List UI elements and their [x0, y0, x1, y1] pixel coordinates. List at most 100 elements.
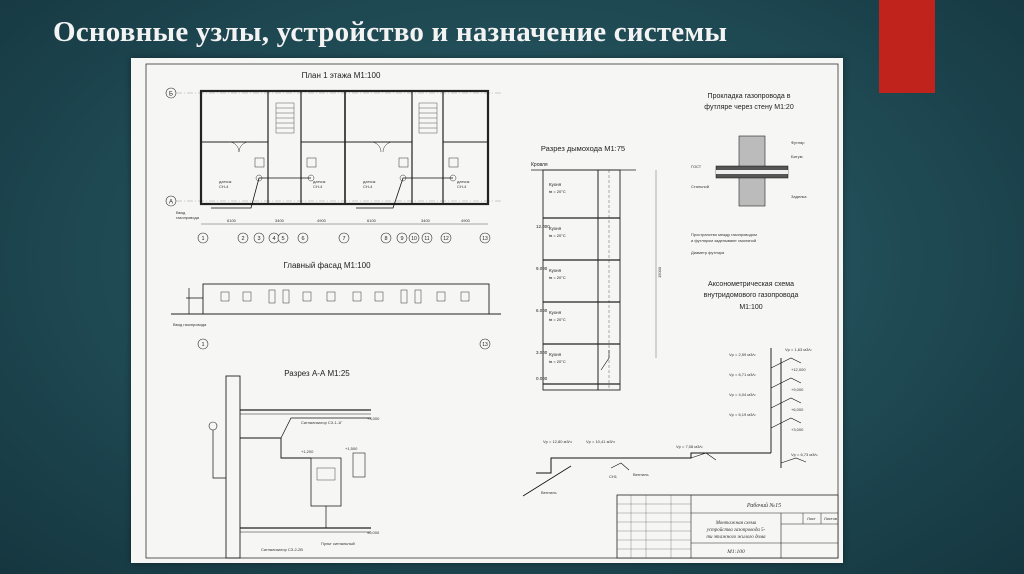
svg-text:ГОСТ: ГОСТ	[691, 164, 702, 169]
svg-text:1: 1	[201, 236, 204, 242]
svg-text:Стальной: Стальной	[691, 184, 709, 189]
svg-text:Vp = 6,19 м3/ч: Vp = 6,19 м3/ч	[729, 412, 756, 417]
accent-bar	[879, 0, 935, 93]
stamp-code: Рабочий №15	[746, 502, 781, 509]
svg-text:датчик: датчик	[457, 179, 470, 184]
svg-text:9.000: 9.000	[536, 266, 548, 271]
svg-text:Кухня: Кухня	[549, 352, 562, 357]
svg-text:3400: 3400	[421, 218, 431, 223]
svg-text:Листов: Листов	[824, 516, 837, 521]
facade-title: Главный фасад М1:100	[283, 261, 371, 270]
svg-text:Лист: Лист	[807, 516, 816, 521]
svg-text:СН-4: СН-4	[457, 184, 467, 189]
svg-text:датчик: датчик	[363, 179, 376, 184]
svg-text:3400: 3400	[275, 218, 285, 223]
technical-drawing: План 1 этажа М1:100 Б А	[145, 63, 839, 559]
svg-text:Вентиль: Вентиль	[541, 490, 557, 495]
svg-text:Vp = 4,04 м3/ч: Vp = 4,04 м3/ч	[729, 392, 756, 397]
svg-text:+9,000: +9,000	[791, 387, 804, 392]
main-facade: Главный фасад М1:100 Ввод газопровода 1 …	[171, 261, 501, 350]
slide-title: Основные узлы, устройство и назначение с…	[53, 16, 728, 48]
axo-title-3: М1:100	[739, 304, 762, 311]
svg-text:6100: 6100	[227, 218, 237, 223]
svg-text:датчик: датчик	[219, 179, 232, 184]
svg-text:Кухня: Кухня	[549, 310, 562, 315]
svg-text:10: 10	[411, 236, 417, 242]
svg-text:+6,000: +6,000	[791, 407, 804, 412]
svg-text:13: 13	[482, 236, 488, 242]
svg-text:СН1: СН1	[609, 474, 618, 479]
svg-text:и футляром заделывают смоляной: и футляром заделывают смоляной	[691, 238, 756, 243]
svg-text:±0,000: ±0,000	[367, 530, 380, 535]
svg-text:Битум: Битум	[791, 154, 803, 159]
stamp-scale: М1:100	[726, 549, 745, 555]
svg-text:tв = 20°С: tв = 20°С	[549, 233, 566, 238]
svg-text:Вентиль: Вентиль	[633, 472, 649, 477]
svg-text:4900: 4900	[461, 218, 471, 223]
svg-text:СН-4: СН-4	[219, 184, 229, 189]
axo-title-2: внутридомового газопровода	[704, 292, 799, 299]
plan-title: План 1 этажа М1:100	[302, 71, 381, 80]
svg-text:Vp = 6,71 м3/ч: Vp = 6,71 м3/ч	[729, 372, 756, 377]
axis-letter-b: Б	[169, 92, 173, 98]
sleeve-title-1: Прокладка газопровода в	[708, 93, 791, 100]
stamp-caption-2: устройства газопровода 5-	[706, 527, 766, 533]
svg-text:0.000: 0.000	[536, 376, 548, 381]
svg-text:2: 2	[241, 236, 244, 242]
svg-text:Кухня: Кухня	[549, 268, 562, 273]
svg-text:СН-4: СН-4	[363, 184, 373, 189]
svg-text:3: 3	[257, 236, 260, 242]
svg-text:Кухня: Кухня	[549, 182, 562, 187]
sleeve-title-2: футляре через стену М1:20	[704, 104, 794, 111]
svg-text:5: 5	[281, 236, 284, 242]
svg-text:6: 6	[301, 236, 304, 242]
svg-text:tв = 20°С: tв = 20°С	[549, 359, 566, 364]
svg-text:tв = 20°С: tв = 20°С	[549, 317, 566, 322]
svg-text:Кровля: Кровля	[531, 162, 548, 168]
svg-text:11: 11	[424, 236, 429, 242]
svg-text:Vp = 1,63 м3/ч: Vp = 1,63 м3/ч	[785, 347, 812, 352]
svg-text:+3,000: +3,000	[791, 427, 804, 432]
svg-text:tв = 20°С: tв = 20°С	[549, 189, 566, 194]
svg-text:+1,500: +1,500	[345, 446, 358, 451]
svg-text:Vp = 10,41 м3/ч: Vp = 10,41 м3/ч	[586, 439, 615, 444]
svg-text:12.000: 12.000	[536, 224, 550, 229]
svg-text:Vp = 12,80 м3/ч: Vp = 12,80 м3/ч	[543, 439, 572, 444]
svg-text:15000: 15000	[657, 266, 662, 278]
svg-text:4900: 4900	[317, 218, 327, 223]
svg-text:Пульт сигнальный: Пульт сигнальный	[321, 541, 355, 546]
svg-text:газопровода: газопровода	[176, 215, 200, 220]
svg-text:9: 9	[400, 236, 403, 242]
svg-text:Vp = 7,08 м3/ч: Vp = 7,08 м3/ч	[676, 444, 703, 449]
svg-text:7: 7	[342, 236, 345, 242]
sleeve-detail: Прокладка газопровода в футляре через ст…	[691, 93, 807, 255]
floor-plan: План 1 этажа М1:100 Б А	[165, 71, 503, 244]
svg-text:Vp = 6,73 м3/ч: Vp = 6,73 м3/ч	[791, 452, 818, 457]
svg-text:Диаметр футляра: Диаметр футляра	[691, 250, 725, 255]
svg-text:Заделка: Заделка	[791, 194, 807, 199]
stamp-caption-3: ти этажного жилого дома	[706, 535, 766, 540]
svg-text:Пространство между газопроводо: Пространство между газопроводом	[691, 232, 757, 237]
svg-text:Кухня: Кухня	[549, 226, 562, 231]
svg-text:6.000: 6.000	[536, 308, 548, 313]
svg-text:+12,000: +12,000	[791, 367, 806, 372]
svg-text:8: 8	[384, 236, 387, 242]
chimney-title: Разрез дымохода М1:75	[541, 144, 625, 153]
svg-text:Футляр: Футляр	[791, 140, 805, 145]
section-a-a: Разрез А-А М1:25 Сигнализатор СЗ-1-1Г Си…	[208, 369, 380, 559]
stamp-caption-1: Монтажная схема	[715, 521, 757, 526]
chimney-section: Разрез дымохода М1:75 Кровля 15000 Кухня…	[531, 144, 662, 391]
svg-text:tв = 20°С: tв = 20°С	[549, 275, 566, 280]
drawing-sheet: План 1 этажа М1:100 Б А	[131, 58, 843, 563]
svg-text:СН-4: СН-4	[313, 184, 323, 189]
axis-letter-a: А	[169, 200, 173, 206]
svg-text:6100: 6100	[367, 218, 377, 223]
svg-text:Сигнализатор СЗ-2-2В: Сигнализатор СЗ-2-2В	[261, 547, 303, 552]
svg-text:Ввод: Ввод	[176, 210, 186, 215]
svg-text:+3,000: +3,000	[367, 416, 380, 421]
svg-text:Сигнализатор СЗ-1-1Г: Сигнализатор СЗ-1-1Г	[301, 420, 343, 425]
svg-text:+1,200: +1,200	[301, 449, 314, 454]
axo-title-1: Аксонометрическая схема	[708, 281, 794, 288]
svg-text:13: 13	[482, 342, 488, 348]
plan-axis-numbers: 1 2 3 4 5 6 7 8 9 10 11 12 13	[197, 232, 491, 244]
